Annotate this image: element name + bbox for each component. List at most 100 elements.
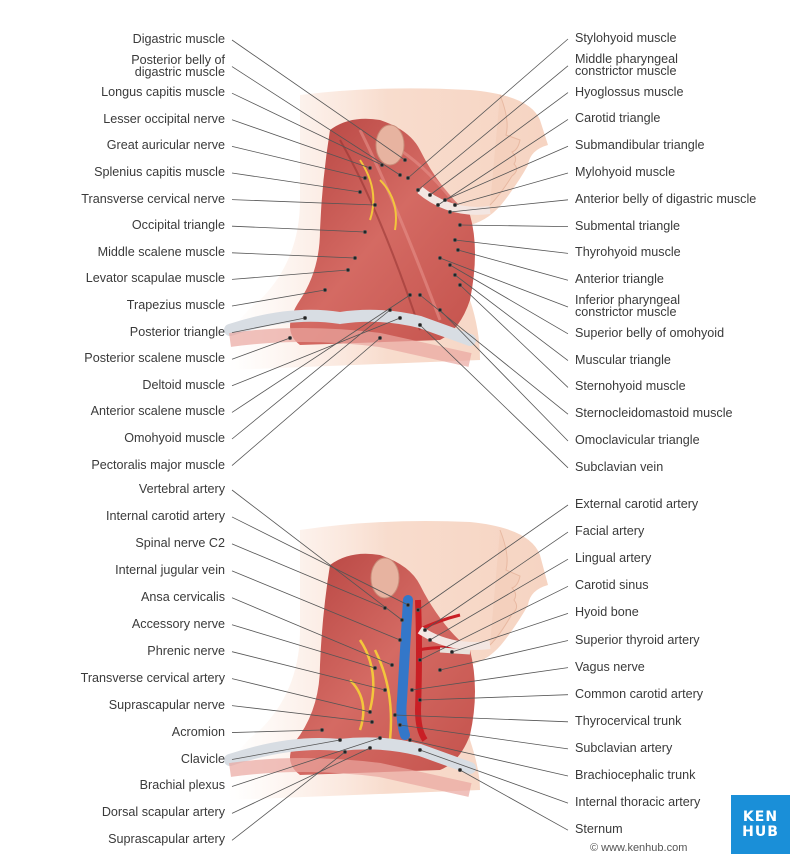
- leader-dot: [363, 230, 366, 233]
- kenhub-logo: KEN HUB: [731, 795, 790, 854]
- bottom-right-label: Hyoid bone: [575, 606, 639, 618]
- leader-dot: [398, 316, 401, 319]
- leader-dot: [380, 163, 383, 166]
- bottom-left-label: Brachial plexus: [140, 779, 225, 791]
- leader-dot: [408, 738, 411, 741]
- leader-dot: [438, 256, 441, 259]
- top-right-label: Sternohyoid muscle: [575, 380, 686, 392]
- leader-dot: [370, 720, 373, 723]
- leader-dot: [418, 748, 421, 751]
- leader-dot: [368, 166, 371, 169]
- top-neck-figure: [228, 88, 548, 370]
- top-left-label: Anterior scalene muscle: [91, 405, 225, 417]
- leader-dot: [398, 173, 401, 176]
- leader-dot: [438, 668, 441, 671]
- bottom-neck-figure: [228, 521, 548, 800]
- top-right-label: Subclavian vein: [575, 461, 663, 473]
- top-right-label: Inferior pharyngealconstrictor muscle: [575, 294, 680, 318]
- leader-dot: [388, 308, 391, 311]
- leader-line: [460, 770, 568, 830]
- top-right-label: Carotid triangle: [575, 112, 660, 124]
- bottom-left-label: Internal jugular vein: [115, 564, 225, 576]
- leader-dot: [378, 736, 381, 739]
- leader-dot: [390, 663, 393, 666]
- leader-dot: [453, 238, 456, 241]
- leader-dot: [443, 198, 446, 201]
- logo-line1: KEN: [731, 810, 790, 825]
- leader-dot: [438, 308, 441, 311]
- leader-dot: [393, 713, 396, 716]
- top-right-label: Submental triangle: [575, 220, 680, 232]
- leader-line: [440, 310, 568, 441]
- bottom-right-label: Facial artery: [575, 525, 644, 537]
- bottom-left-label: Suprascapular artery: [108, 833, 225, 845]
- bottom-left-label: Dorsal scapular artery: [102, 806, 225, 818]
- top-left-label: Occipital triangle: [132, 219, 225, 231]
- top-left-label: Pectoralis major muscle: [91, 459, 225, 471]
- top-left-label: Great auricular nerve: [107, 139, 225, 151]
- leader-dot: [423, 628, 426, 631]
- leader-dot: [288, 336, 291, 339]
- bottom-right-label: Sternum: [575, 823, 623, 835]
- bottom-right-label: Common carotid artery: [575, 688, 703, 700]
- leader-dot: [346, 268, 349, 271]
- bottom-right-label: Carotid sinus: [575, 579, 649, 591]
- bottom-right-label: Internal thoracic artery: [575, 796, 700, 808]
- top-right-label: Sternocleidomastoid muscle: [575, 407, 733, 419]
- copyright-credit: © www.kenhub.com: [590, 842, 687, 854]
- leader-dot: [448, 263, 451, 266]
- leader-dot: [418, 698, 421, 701]
- top-right-label: Thyrohyoid muscle: [575, 246, 681, 258]
- leader-dot: [416, 188, 419, 191]
- leader-dot: [363, 176, 366, 179]
- leader-line: [460, 225, 568, 227]
- top-left-label: Trapezius muscle: [127, 299, 225, 311]
- leader-dot: [448, 210, 451, 213]
- top-right-label: Hyoglossus muscle: [575, 86, 684, 98]
- top-right-label: Middle pharyngealconstrictor muscle: [575, 53, 678, 77]
- top-left-label: Deltoid muscle: [142, 379, 225, 391]
- bottom-left-label: Internal carotid artery: [106, 510, 225, 522]
- leader-dot: [418, 658, 421, 661]
- top-left-label: Lesser occipital nerve: [103, 113, 225, 125]
- leader-dot: [358, 190, 361, 193]
- leader-dot: [368, 710, 371, 713]
- leader-dot: [436, 203, 439, 206]
- leader-dot: [453, 273, 456, 276]
- bottom-right-label: Superior thyroid artery: [575, 634, 700, 646]
- top-left-label: Splenius capitis muscle: [94, 166, 225, 178]
- leader-dot: [383, 688, 386, 691]
- leader-dot: [373, 666, 376, 669]
- bottom-left-label: Accessory nerve: [132, 618, 225, 630]
- top-right-label: Anterior triangle: [575, 273, 664, 285]
- top-left-label: Levator scapulae muscle: [86, 272, 225, 284]
- bottom-right-label: Vagus nerve: [575, 661, 645, 673]
- bottom-left-label: Phrenic nerve: [147, 645, 225, 657]
- leader-dot: [398, 723, 401, 726]
- leader-dot: [320, 728, 323, 731]
- leader-dot: [398, 638, 401, 641]
- top-left-label: Middle scalene muscle: [98, 246, 225, 258]
- bottom-left-label: Spinal nerve C2: [135, 537, 225, 549]
- top-right-label: Submandibular triangle: [575, 139, 705, 151]
- leader-dot: [416, 608, 419, 611]
- top-left-label: Longus capitis muscle: [101, 86, 225, 98]
- leader-dot: [408, 293, 411, 296]
- top-left-label: Posterior triangle: [130, 326, 225, 338]
- bottom-left-label: Ansa cervicalis: [141, 591, 225, 603]
- leader-dot: [456, 248, 459, 251]
- bottom-right-label: Subclavian artery: [575, 742, 672, 754]
- top-right-label: Superior belly of omohyoid: [575, 327, 724, 339]
- leader-dot: [418, 323, 421, 326]
- top-right-label: Omoclavicular triangle: [575, 434, 700, 446]
- top-left-label: Posterior scalene muscle: [84, 352, 225, 364]
- leader-dot: [458, 223, 461, 226]
- leader-dot: [378, 336, 381, 339]
- top-left-label: Omohyoid muscle: [124, 432, 225, 444]
- leader-dot: [453, 203, 456, 206]
- leader-dot: [353, 256, 356, 259]
- leader-dot: [338, 738, 341, 741]
- top-right-label: Mylohyoid muscle: [575, 166, 675, 178]
